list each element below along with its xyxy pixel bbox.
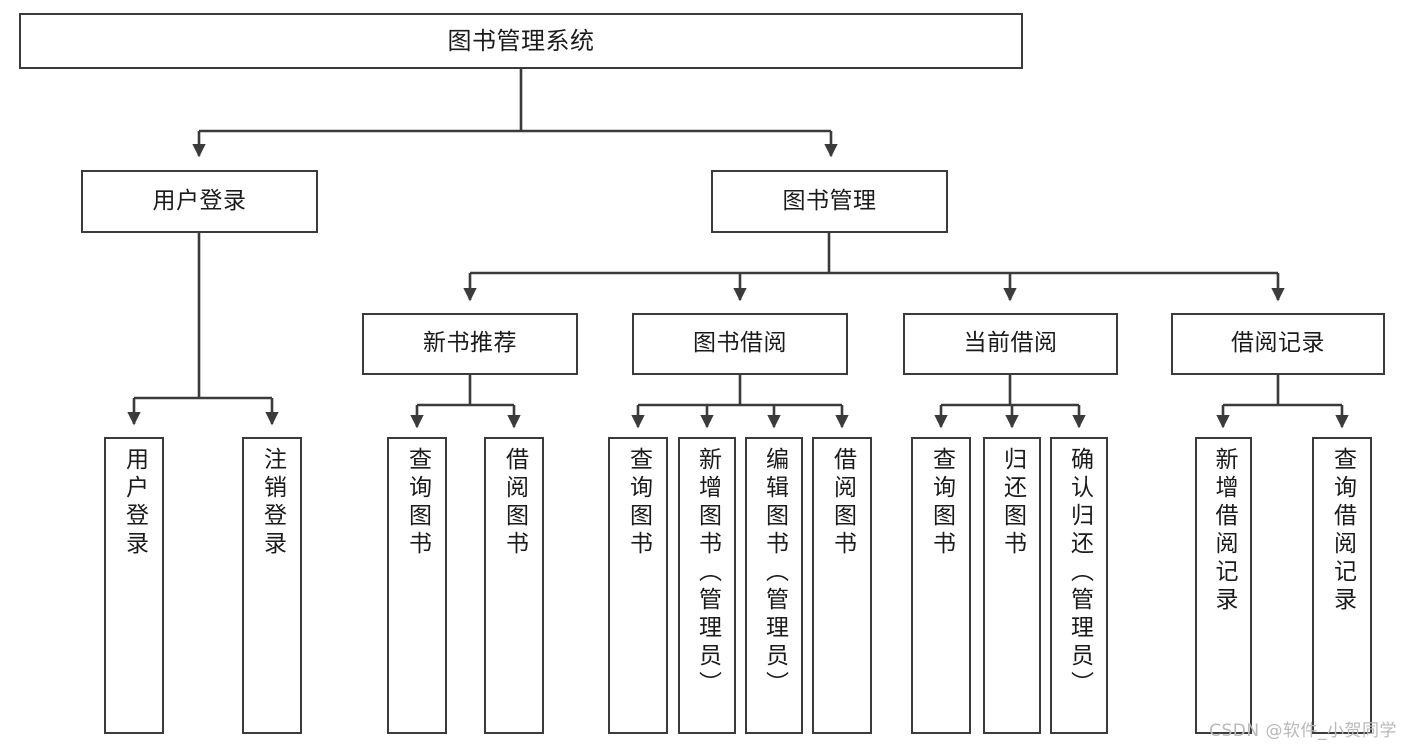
- node-book-management-label: 图书管理: [782, 187, 877, 214]
- node-current-borrow[interactable]: 当前借阅: [903, 313, 1118, 375]
- node-user-login-label: 用户登录: [152, 187, 247, 214]
- leaf-edit-book-admin-label: 编辑图书（管理员）: [761, 447, 788, 699]
- leaf-confirm-return-admin[interactable]: 确认归还（管理员）: [1050, 437, 1108, 734]
- leaf-add-borrow-record-label: 新增借阅记录: [1211, 447, 1237, 615]
- leaf-query-borrow-record[interactable]: 查询借阅记录: [1312, 437, 1372, 734]
- node-book-borrow[interactable]: 图书借阅: [632, 313, 848, 375]
- leaf-query-book-borrow-label: 查询图书: [625, 447, 652, 559]
- leaf-query-book-borrow[interactable]: 查询图书: [608, 437, 668, 734]
- node-new-book-recommend[interactable]: 新书推荐: [362, 313, 578, 375]
- leaf-add-book-admin-label: 新增图书（管理员）: [694, 447, 721, 699]
- leaf-add-borrow-record[interactable]: 新增借阅记录: [1195, 437, 1252, 734]
- leaf-return-book-label: 归还图书: [999, 447, 1026, 559]
- leaf-user-logout-label: 注销登录: [259, 447, 286, 559]
- node-current-borrow-label: 当前借阅: [963, 330, 1058, 357]
- leaf-borrow-book-recommend-label: 借阅图书: [501, 447, 528, 559]
- leaf-borrow-book-recommend[interactable]: 借阅图书: [484, 437, 544, 734]
- leaf-confirm-return-admin-label: 确认归还（管理员）: [1066, 447, 1093, 699]
- leaf-query-book-current[interactable]: 查询图书: [911, 437, 971, 734]
- leaf-edit-book-admin[interactable]: 编辑图书（管理员）: [745, 437, 803, 734]
- node-borrow-record[interactable]: 借阅记录: [1171, 313, 1385, 375]
- node-root-label: 图书管理系统: [447, 26, 595, 55]
- leaf-query-book-recommend[interactable]: 查询图书: [387, 437, 447, 734]
- node-new-book-recommend-label: 新书推荐: [423, 330, 517, 357]
- node-root[interactable]: 图书管理系统: [19, 13, 1023, 69]
- leaf-borrow-book[interactable]: 借阅图书: [812, 437, 872, 734]
- leaf-query-borrow-record-label: 查询借阅记录: [1329, 447, 1356, 615]
- leaf-query-book-recommend-label: 查询图书: [404, 447, 431, 559]
- node-user-login[interactable]: 用户登录: [81, 170, 318, 233]
- leaf-add-book-admin[interactable]: 新增图书（管理员）: [678, 437, 736, 734]
- node-borrow-record-label: 借阅记录: [1231, 330, 1325, 357]
- node-book-borrow-label: 图书借阅: [693, 330, 787, 357]
- leaf-return-book[interactable]: 归还图书: [983, 437, 1041, 734]
- node-book-management[interactable]: 图书管理: [711, 170, 948, 233]
- watermark: CSDN @软件_小贺同学: [1209, 721, 1397, 741]
- leaf-user-login[interactable]: 用户登录: [104, 437, 164, 734]
- leaf-user-login-label: 用户登录: [121, 447, 148, 559]
- leaf-user-logout[interactable]: 注销登录: [242, 437, 302, 734]
- leaf-query-book-current-label: 查询图书: [928, 447, 955, 559]
- leaf-borrow-book-label: 借阅图书: [829, 447, 856, 559]
